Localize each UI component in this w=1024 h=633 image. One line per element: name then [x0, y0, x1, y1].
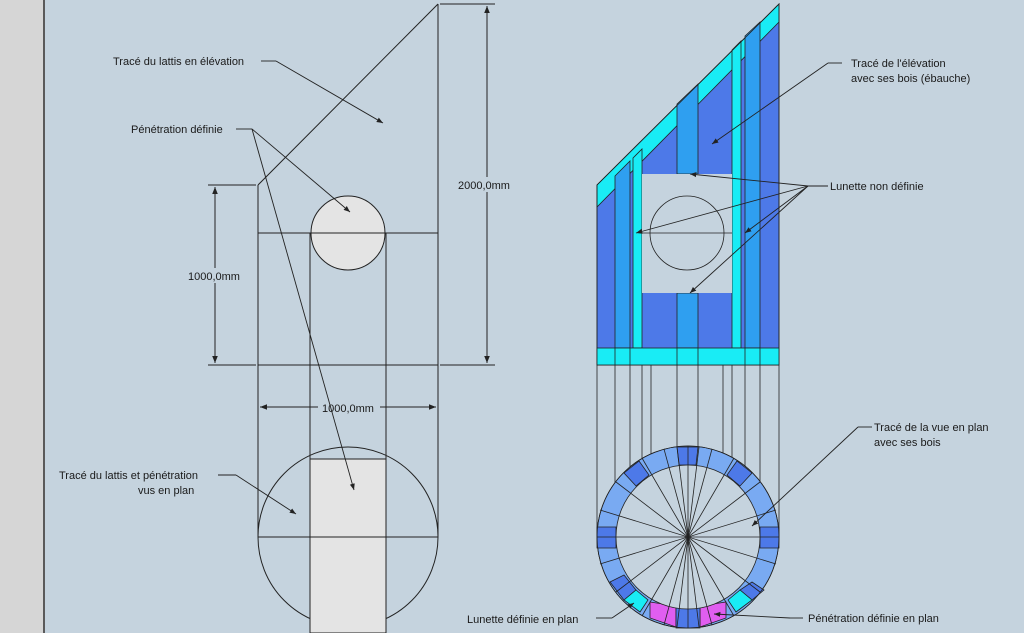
label-penetration-definie: Pénétration définie: [131, 124, 223, 136]
label-lattis-elevation: Tracé du lattis en élévation: [113, 56, 244, 68]
label-vue-plan-2: avec ses bois: [874, 437, 941, 449]
right-elevation: [596, 3, 780, 366]
plan-penetration-strip: [309, 458, 387, 633]
label-lattis-plan-1: Tracé du lattis et pénétration: [59, 470, 198, 482]
labels: Tracé du lattis en élévation Pénétration…: [59, 56, 989, 626]
label-elevation-bois-1: Tracé de l'élévation: [851, 58, 946, 70]
label-elevation-bois-2: avec ses bois (ébauche): [851, 73, 970, 85]
left-drawing: [257, 3, 439, 633]
dim-width: 1000,0mm: [322, 403, 374, 415]
label-vue-plan-1: Tracé de la vue en plan: [874, 422, 989, 434]
right-plan: [596, 445, 780, 629]
projection-lines: [596, 365, 780, 537]
label-penetration-definie-plan: Pénétration définie en plan: [808, 613, 939, 625]
leader-lines: [218, 60, 872, 619]
dim-height-total: 2000,0mm: [458, 180, 510, 192]
label-lattis-plan-2: vus en plan: [138, 485, 194, 497]
label-lunette-definie-plan: Lunette définie en plan: [467, 614, 578, 626]
left-panel-edge: [0, 0, 45, 633]
dim-height-half: 1000,0mm: [188, 271, 240, 283]
label-lunette-non-definie: Lunette non définie: [830, 181, 924, 193]
